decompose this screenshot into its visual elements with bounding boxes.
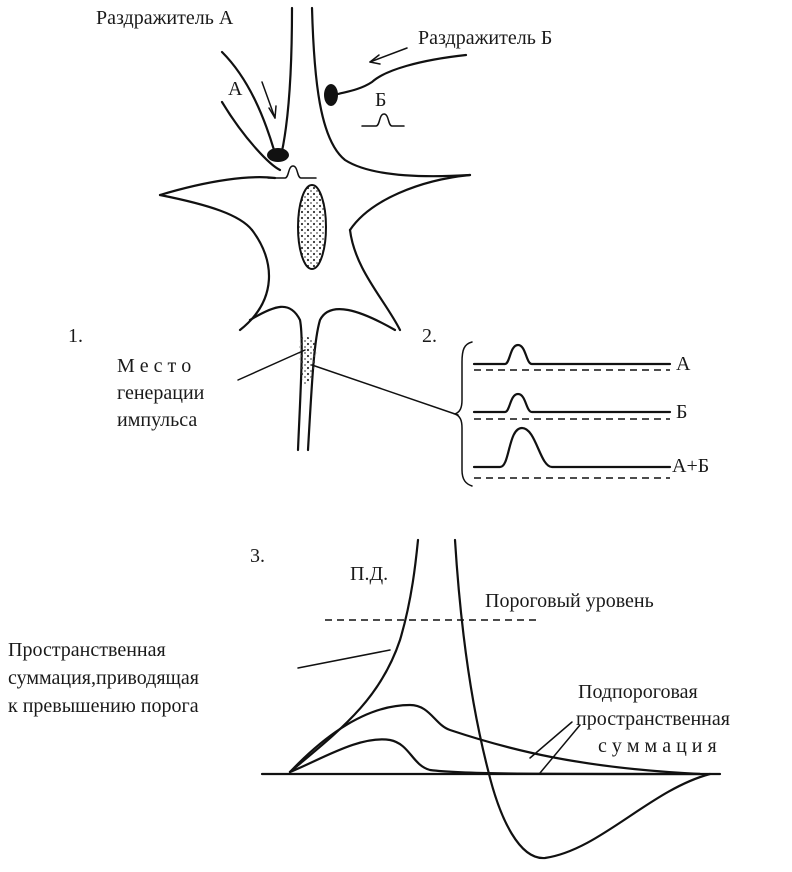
- traces-figure: [452, 341, 672, 487]
- pd-label: П.Д.: [350, 563, 388, 585]
- synapse-b-terminal: [324, 84, 338, 106]
- site-label-3: импульса: [117, 409, 197, 431]
- threshold-label: Пороговый уровень: [485, 590, 654, 612]
- nucleus: [297, 184, 327, 270]
- panel3-label: 3.: [250, 545, 265, 567]
- stimulus-b-label: Раздражитель Б: [418, 27, 552, 49]
- synapse-a-terminal: [267, 148, 289, 162]
- panel1-label: 1.: [68, 325, 83, 347]
- b-label: Б: [375, 89, 386, 111]
- trace-b-label: Б: [676, 401, 687, 423]
- potentials-figure: [260, 538, 722, 860]
- a-label: А: [228, 78, 243, 100]
- subthreshold-label-3: с у м м а ц и я: [598, 735, 717, 757]
- subthreshold-label-2: пространственная: [576, 708, 730, 730]
- trace-ab-label: А+Б: [672, 455, 709, 477]
- neuron-figure: [158, 6, 472, 452]
- spatial-label-3: к превышению порога: [8, 695, 199, 717]
- subthreshold-label-1: Подпороговая: [578, 681, 698, 703]
- trace-a-label: А: [676, 353, 691, 375]
- stimulus-a-label: Раздражитель А: [96, 7, 234, 29]
- spatial-label-1: Пространственная: [8, 639, 166, 661]
- site-label-2: генерации: [117, 382, 205, 404]
- spatial-label-2: суммация,приводящая: [8, 667, 199, 689]
- site-label-1: М е с т о: [117, 355, 191, 377]
- panel2-label: 2.: [422, 325, 437, 347]
